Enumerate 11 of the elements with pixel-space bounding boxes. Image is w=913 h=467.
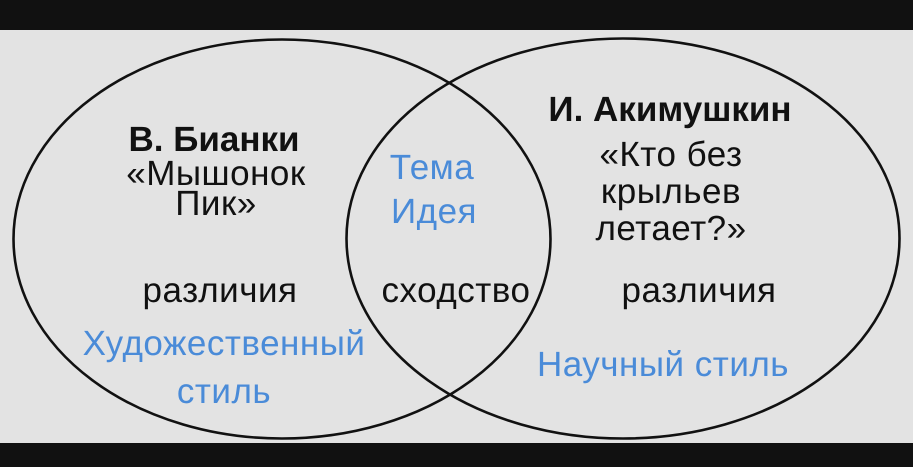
style-label: Научный стиль: [536, 346, 790, 384]
author-name: В. Бианки: [128, 120, 300, 159]
overlap-label: Тема: [390, 148, 474, 187]
overlap-label: Идея: [391, 192, 477, 231]
style-label: Художественный стиль: [82, 322, 366, 413]
overlap-label: сходство: [382, 272, 530, 310]
author-name: И. Акимушкин: [548, 90, 792, 129]
category-label: различия: [622, 272, 776, 310]
book-title: «Кто без крыльев летает?»: [594, 136, 748, 248]
book-title: «Мышонок Пик»: [125, 158, 307, 219]
category-label: различия: [142, 272, 298, 310]
